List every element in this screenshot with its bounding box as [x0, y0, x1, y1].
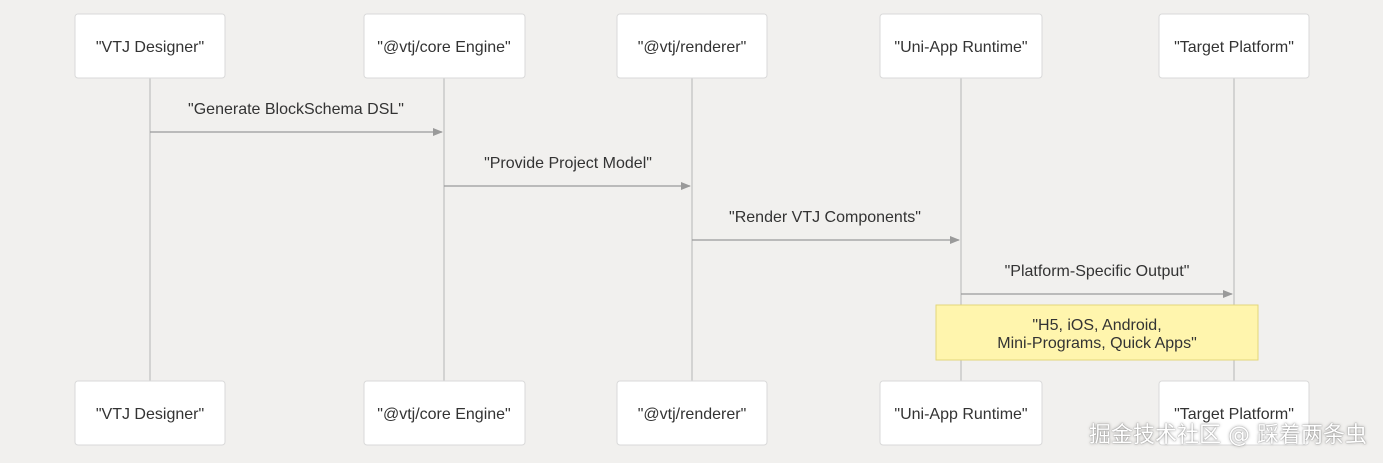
message-label: "Platform-Specific Output" [1005, 263, 1190, 280]
watermark: 掘金技术社区 @ 踩着两条虫 [1089, 423, 1367, 448]
participant-top-renderer: "@vtj/renderer" [616, 13, 768, 79]
participant-bottom-uniapp-runtime: "Uni-App Runtime" [879, 380, 1043, 446]
participant-label: "Target Platform" [1174, 39, 1294, 56]
message-provide-project-model: "Provide Project Model" [444, 155, 691, 190]
participant-label: "Uni-App Runtime" [894, 406, 1027, 423]
participant-top-core-engine: "@vtj/core Engine" [363, 13, 526, 79]
message-label: "Generate BlockSchema DSL" [188, 101, 404, 118]
participant-label: "@vtj/core Engine" [377, 39, 510, 56]
participant-top-uniapp-runtime: "Uni-App Runtime" [879, 13, 1043, 79]
participant-bottom-renderer: "@vtj/renderer" [616, 380, 768, 446]
participant-label: "Target Platform" [1174, 406, 1294, 423]
message-platform-output: "Platform-Specific Output" [961, 263, 1233, 298]
participant-top-vtj-designer: "VTJ Designer" [74, 13, 226, 79]
participant-label: "@vtj/renderer" [638, 39, 747, 56]
participant-label: "VTJ Designer" [96, 406, 204, 423]
participant-label: "@vtj/core Engine" [377, 406, 510, 423]
message-label: "Provide Project Model" [484, 155, 652, 172]
participant-label: "VTJ Designer" [96, 39, 204, 56]
participant-bottom-core-engine: "@vtj/core Engine" [363, 380, 526, 446]
message-label: "Render VTJ Components" [729, 209, 921, 226]
participant-label: "@vtj/renderer" [638, 406, 747, 423]
participant-bottom-vtj-designer: "VTJ Designer" [74, 380, 226, 446]
note-line-1: "H5, iOS, Android, [1032, 317, 1161, 334]
message-generate-blockschema: "Generate BlockSchema DSL" [150, 101, 443, 136]
note-line-2: Mini-Programs, Quick Apps" [997, 335, 1197, 352]
message-render-components: "Render VTJ Components" [692, 209, 960, 244]
participant-bottom-target-platform: "Target Platform" [1158, 380, 1310, 446]
participant-top-target-platform: "Target Platform" [1158, 13, 1310, 79]
participant-label: "Uni-App Runtime" [894, 39, 1027, 56]
note-platforms: "H5, iOS, Android, Mini-Programs, Quick … [935, 304, 1259, 361]
